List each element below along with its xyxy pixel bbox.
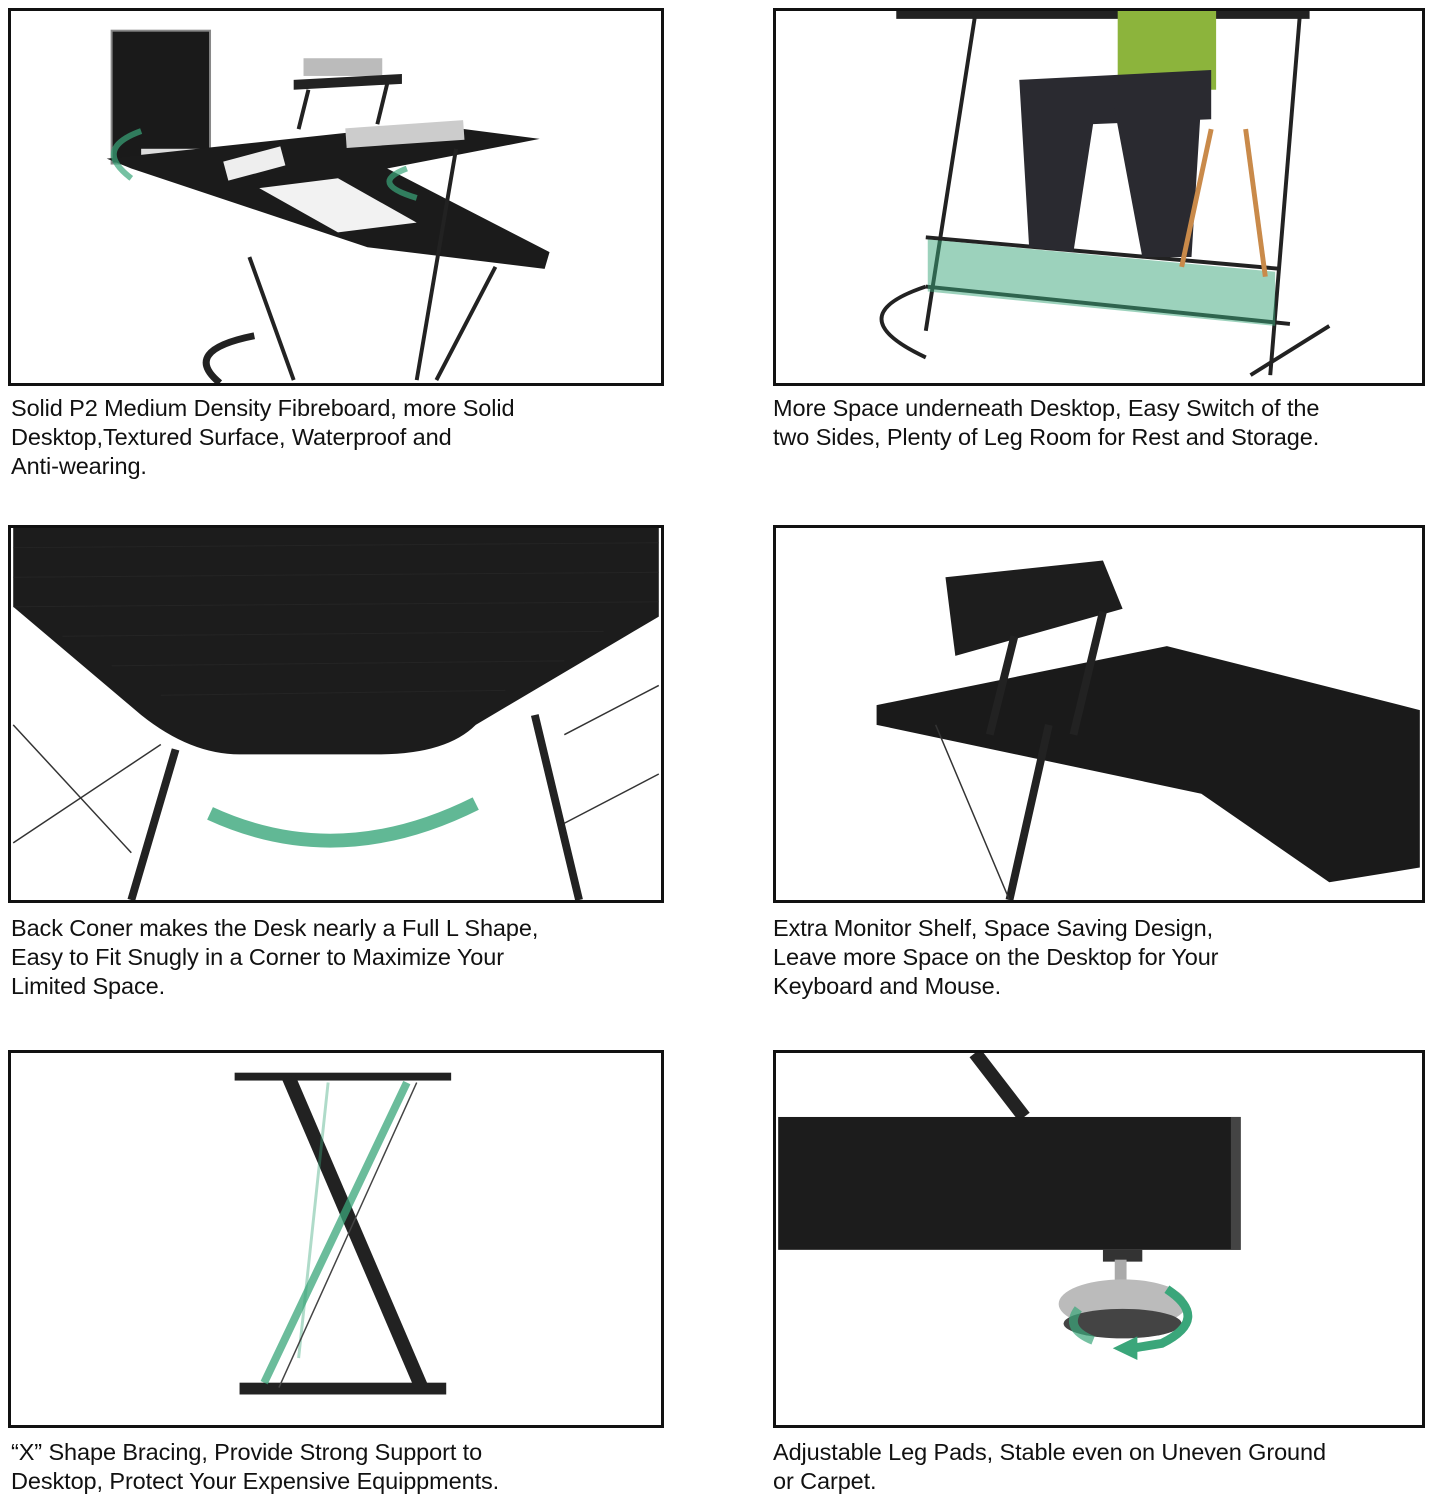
leg-pad-illustration <box>778 1053 1241 1361</box>
feature-caption: Adjustable Leg Pads, Stable even on Unev… <box>773 1439 1326 1494</box>
feature-caption: Extra Monitor Shelf, Space Saving Design… <box>773 915 1219 999</box>
feature-image-legroom <box>773 8 1425 386</box>
feature-caption: Solid P2 Medium Density Fibreboard, more… <box>11 395 515 479</box>
monitor-shelf-illustration <box>876 560 1420 900</box>
feature-caption: More Space underneath Desktop, Easy Swit… <box>773 395 1320 450</box>
feature-image-back-corner <box>8 525 664 903</box>
feature-caption: Back Coner makes the Desk nearly a Full … <box>11 915 539 999</box>
feature-caption: “X” Shape Bracing, Provide Strong Suppor… <box>11 1439 500 1494</box>
desk-overview-illustration <box>106 29 550 383</box>
back-corner-illustration <box>12 528 660 900</box>
legroom-illustration <box>879 11 1331 377</box>
feature-image-monitor-shelf <box>773 525 1425 903</box>
feature-image-desk-overview <box>8 8 664 386</box>
feature-image-leg-pad <box>773 1050 1425 1428</box>
feature-image-x-bracing <box>8 1050 664 1428</box>
x-bracing-illustration <box>234 1072 452 1395</box>
